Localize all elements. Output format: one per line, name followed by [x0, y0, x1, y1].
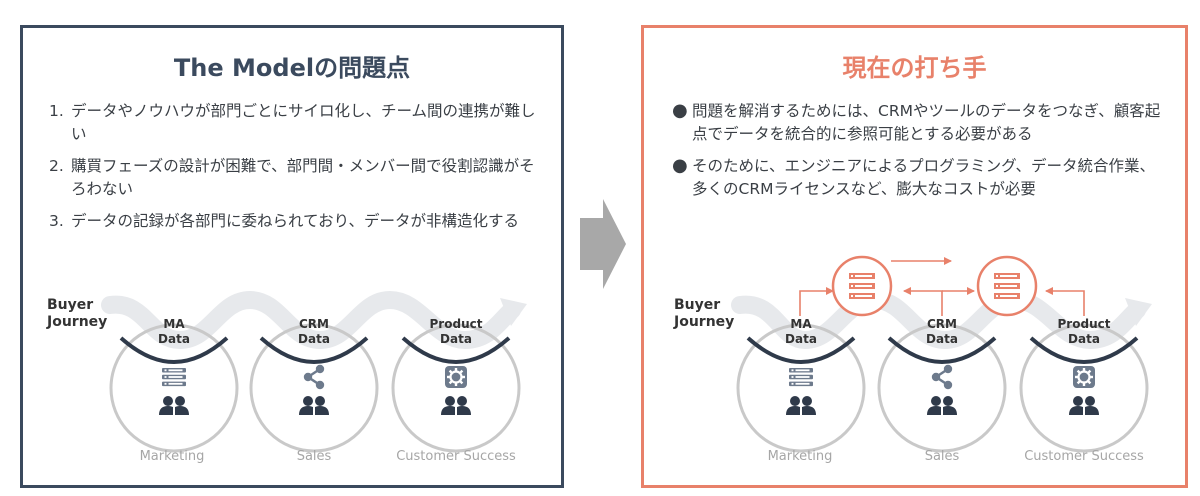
measure-item-1: ●問題を解消するためには、CRMやツールのデータをつなぎ、顧客起点でデータを統合… [644, 100, 1185, 146]
stage-data-label: Data [1068, 332, 1100, 346]
server-icon [976, 255, 1038, 317]
people-icon [785, 395, 817, 417]
stage-data-label: CRM [927, 317, 957, 331]
stage-data-label: Data [926, 332, 958, 346]
stage-bowl [746, 336, 856, 365]
stage-data-label: Data [158, 332, 190, 346]
stage-circle [391, 323, 521, 453]
stage-marketing: MA Data Marketing [736, 317, 866, 464]
database-icon [162, 368, 186, 387]
bullet-icon: ● [672, 100, 688, 121]
department-label: Sales [925, 449, 960, 464]
buyer-journey-path [101, 290, 521, 350]
department-label: Customer Success [1024, 449, 1144, 464]
stage-data-label: Product [1058, 317, 1111, 331]
measure-text: 問題を解消するためには、CRMやツールのデータをつなぎ、顧客起点でデータを統合的… [692, 102, 1161, 143]
stage-data-label: Data [298, 332, 330, 346]
people-icon [1068, 395, 1100, 417]
stage-sales: CRM Data Sales [249, 317, 379, 464]
stage-bowl [887, 336, 997, 365]
stage-customer-success: Product Data Customer Success [1019, 317, 1149, 464]
bullet-icon: ● [672, 155, 688, 176]
department-label: Marketing [140, 449, 205, 464]
problems-title: The Modelの問題点 [173, 54, 411, 82]
stage-circle [877, 323, 1007, 453]
department-label: Marketing [768, 449, 833, 464]
measure-text: そのために、エンジニアによるプログラミング、データ統合作業、多くのCRMライセン… [692, 157, 1155, 198]
problems-list: 1. データやノウハウが部門ごとにサイロ化し、チーム間の連携が難しい 2. 購買フェ… [23, 100, 561, 242]
list-number: 3. [49, 212, 64, 230]
measures-list: ●問題を解消するためには、CRMやツールのデータをつなぎ、顧客起点でデータを統合… [644, 100, 1185, 210]
problem-item-1: 1. データやノウハウが部門ごとにサイロ化し、チーム間の連携が難しい [23, 100, 561, 146]
journey-label-line1: Buyer [47, 297, 93, 313]
stage-data-label: MA [790, 317, 812, 331]
journey-label-line2: Journey [46, 314, 107, 330]
stage-data-label: MA [163, 317, 185, 331]
department-label: Customer Success [396, 449, 516, 464]
database-icon [789, 368, 813, 387]
problems-panel: The Modelの問題点 1. データやノウハウが部門ごとにサイロ化し、チーム間… [20, 25, 564, 488]
problem-text: データの記録が各部門に委ねられており、データが非構造化する [71, 212, 519, 230]
right-journey-diagram: Buyer Journey MA Data Marketing CRM Data… [673, 255, 1152, 464]
stage-marketing: MA Data Marketing [109, 317, 239, 464]
people-icon [440, 395, 472, 417]
journey-label-line1: Buyer [674, 297, 720, 313]
left-journey-diagram: Buyer Journey MA Data Marketing CRM Data… [46, 290, 527, 464]
share-icon [302, 363, 326, 391]
stage-bowl [119, 336, 229, 365]
department-label: Sales [297, 449, 332, 464]
problem-item-2: 2. 購買フェーズの設計が困難で、部門間・メンバー間で役割認識がそろわない [23, 155, 561, 201]
journey-label-line2: Journey [673, 314, 734, 330]
stage-sales: CRM Data Sales [877, 317, 1007, 464]
problem-text: 購買フェーズの設計が困難で、部門間・メンバー間で役割認識がそろわない [71, 157, 535, 198]
people-icon [298, 395, 330, 417]
people-icon [158, 395, 190, 417]
current-measures-panel: 現在の打ち手 ●問題を解消するためには、CRMやツールのデータをつなぎ、顧客起点… [641, 25, 1188, 488]
server-icon [831, 255, 893, 317]
stage-data-label: Data [785, 332, 817, 346]
share-icon [930, 363, 954, 391]
stage-circle [736, 323, 866, 453]
journey-arrow-head-icon [1125, 298, 1152, 326]
stage-data-label: Data [440, 332, 472, 346]
stage-bowl [1029, 336, 1139, 365]
integration-connectors [799, 257, 1085, 316]
stage-data-label: CRM [299, 317, 329, 331]
stage-bowl [401, 336, 511, 365]
measure-item-2: ●そのために、エンジニアによるプログラミング、データ統合作業、多くのCRMライセ… [644, 155, 1185, 201]
stage-bowl [259, 336, 369, 365]
stage-circle [249, 323, 379, 453]
journey-arrow-head-icon [500, 298, 527, 326]
stage-circle [109, 323, 239, 453]
problem-text: データやノウハウが部門ごとにサイロ化し、チーム間の連携が難しい [71, 102, 536, 143]
buyer-journey-path [731, 290, 1146, 350]
list-number: 2. [49, 157, 64, 175]
gear-icon [443, 364, 469, 390]
stage-circle [1019, 323, 1149, 453]
transition-arrow-icon [580, 199, 626, 289]
gear-icon [1071, 364, 1097, 390]
problem-item-3: 3. データの記録が各部門に委ねられており、データが非構造化する [23, 210, 561, 233]
list-number: 1. [49, 102, 64, 120]
current-measures-title: 現在の打ち手 [842, 54, 987, 82]
stage-data-label: Product [430, 317, 483, 331]
stage-customer-success: Product Data Customer Success [391, 317, 521, 464]
people-icon [926, 395, 958, 417]
